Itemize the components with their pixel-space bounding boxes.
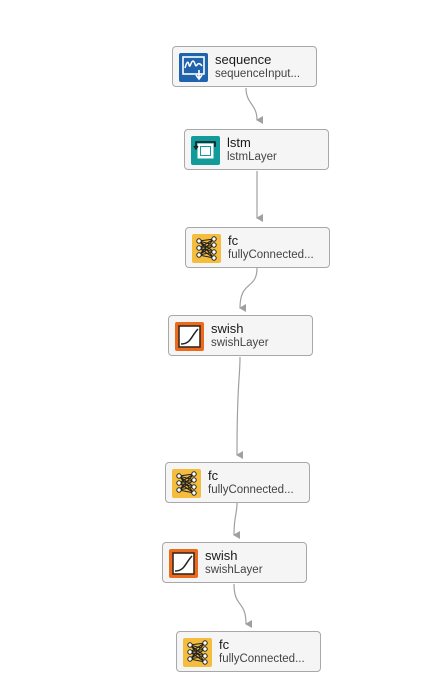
layer-type: fullyConnected...	[208, 484, 294, 496]
layer-node-fully-connected-3[interactable]: fc fullyConnected...	[176, 631, 321, 672]
edge-sequence-to-lstm	[245, 87, 264, 124]
layer-name: swish	[211, 321, 244, 336]
edge-swish1-to-fc2	[236, 356, 244, 460]
swish-icon	[169, 549, 198, 578]
layer-name: swish	[205, 548, 238, 563]
layer-type: fullyConnected...	[228, 249, 314, 261]
layer-node-sequence-input[interactable]: sequence sequenceInput...	[172, 46, 317, 87]
fully-connected-icon	[192, 234, 221, 263]
layer-name: sequence	[215, 52, 272, 67]
sequence-input-icon	[179, 53, 208, 82]
layer-name: lstm	[227, 135, 251, 150]
layer-node-lstm[interactable]: lstm lstmLayer	[184, 129, 329, 170]
layer-type: lstmLayer	[227, 151, 277, 163]
layer-node-fully-connected-2[interactable]: fc fullyConnected...	[165, 462, 310, 503]
swish-icon	[175, 322, 204, 351]
layer-type: fullyConnected...	[219, 653, 305, 665]
edge-swish2-to-fc3	[233, 583, 253, 628]
layer-type: swishLayer	[205, 564, 263, 576]
layer-node-swish-1[interactable]: swish swishLayer	[168, 315, 313, 356]
lstm-icon	[191, 136, 220, 165]
layer-type: sequenceInput...	[215, 68, 301, 80]
layer-name: fc	[228, 233, 239, 248]
fully-connected-icon	[172, 469, 201, 498]
layer-type: swishLayer	[211, 337, 269, 349]
layer-name: fc	[219, 637, 230, 652]
layer-name: fc	[208, 468, 219, 483]
edge-fc2-to-swish2	[233, 502, 241, 540]
layer-node-swish-2[interactable]: swish swishLayer	[162, 542, 307, 583]
fully-connected-icon	[183, 638, 212, 667]
edge-fc1-to-swish1	[239, 267, 258, 313]
layer-node-fully-connected-1[interactable]: fc fullyConnected...	[185, 227, 330, 268]
